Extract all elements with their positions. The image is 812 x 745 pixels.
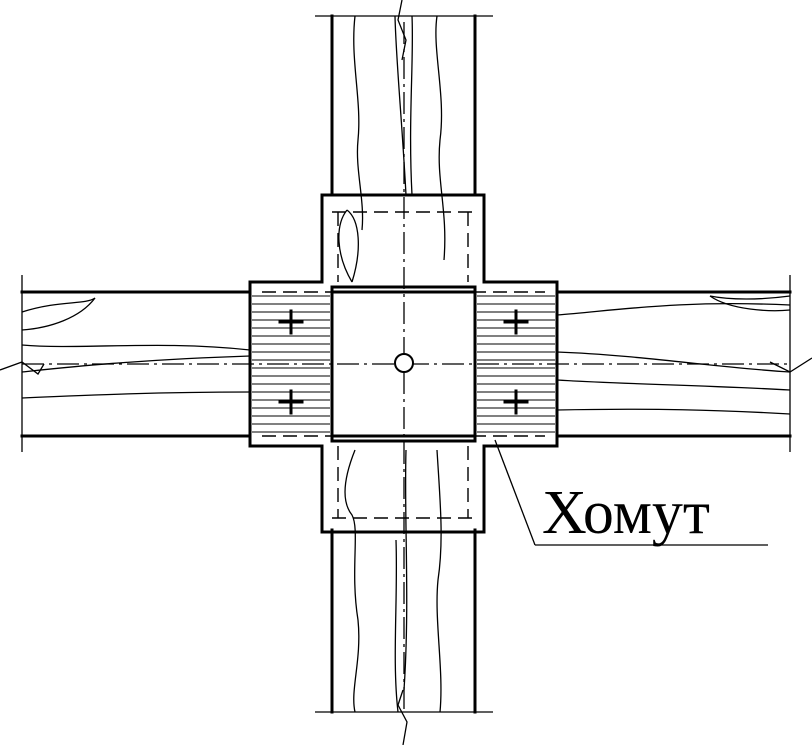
bolt-mark-bottom-right <box>503 389 529 415</box>
hatched-zone-right <box>477 295 555 433</box>
hatched-zone-left <box>252 295 330 433</box>
clamp-collar <box>248 193 559 534</box>
bolt-mark-top-right <box>503 309 529 335</box>
callout-leader <box>494 439 768 546</box>
center-bolt-hole <box>394 353 414 373</box>
vertical-post <box>315 0 493 745</box>
bolt-mark-top-left <box>278 309 304 335</box>
bolt-mark-bottom-left <box>278 389 304 415</box>
clamp-label: Хомут <box>542 479 710 547</box>
horizontal-beam <box>0 275 812 452</box>
